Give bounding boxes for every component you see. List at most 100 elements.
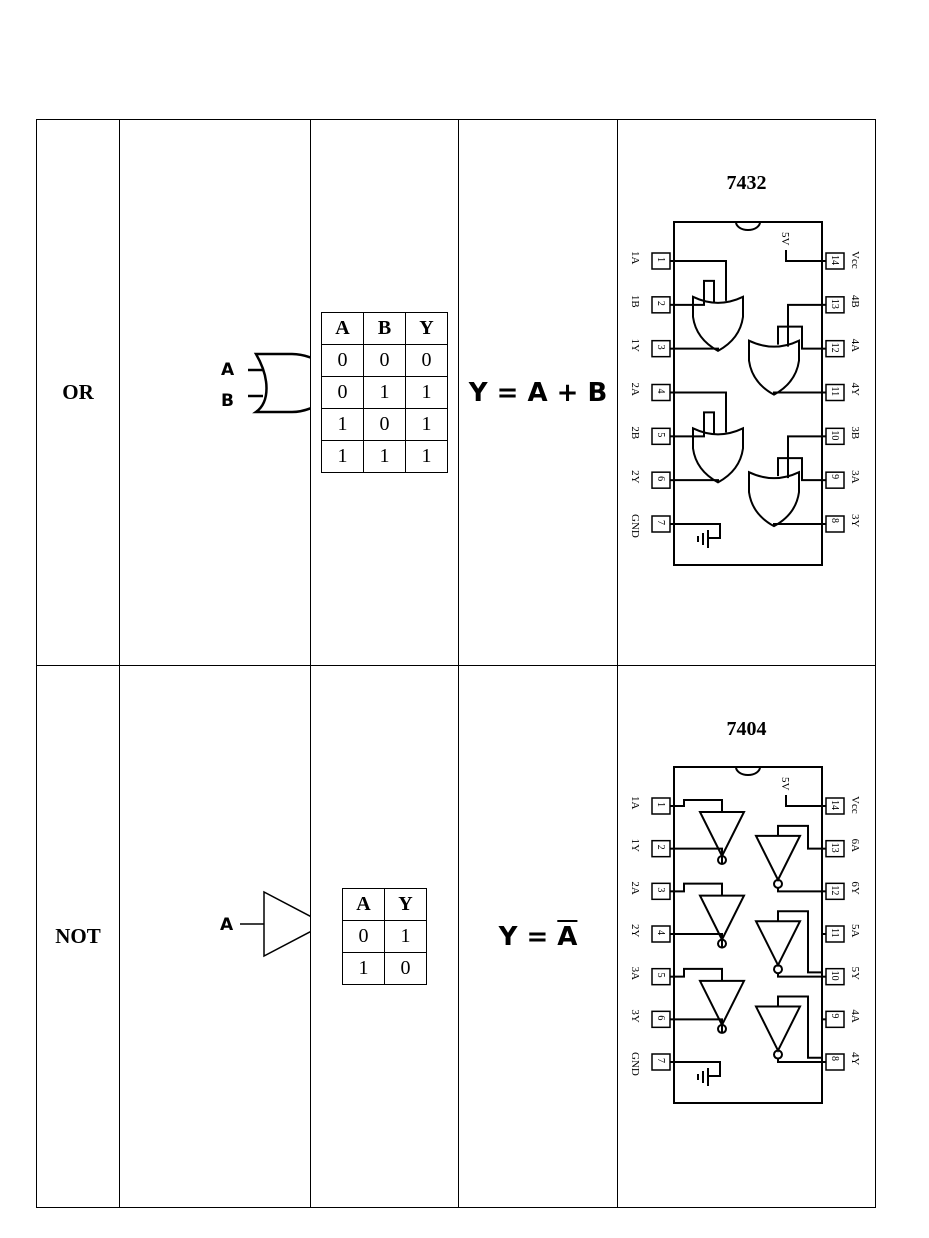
truth-table-header: B xyxy=(363,312,406,345)
chip-notch xyxy=(735,766,761,776)
pin-number: 12 xyxy=(829,885,840,895)
wire xyxy=(773,391,822,395)
wire xyxy=(674,347,719,351)
pin-label: 3Y xyxy=(849,514,861,528)
pin-label: Vcc xyxy=(849,796,861,814)
pin-label: GND xyxy=(629,1052,641,1076)
pin-label: 1A xyxy=(629,796,641,810)
gate-name-or: OR xyxy=(36,119,120,666)
or-gate-icon xyxy=(748,339,800,396)
pin-label: 4Y xyxy=(849,383,861,397)
pin-label: 2B xyxy=(629,426,641,439)
wire xyxy=(674,479,719,483)
pin-label: 4Y xyxy=(849,1052,861,1066)
pin-label: 6A xyxy=(849,839,861,853)
pin-label: GND xyxy=(629,514,641,538)
pin-label: 1B xyxy=(629,295,641,308)
or-expression: Y = A + B xyxy=(458,119,618,666)
pin-number: 1 xyxy=(655,257,666,262)
wire xyxy=(674,847,723,864)
wire xyxy=(674,799,723,812)
truth-table-cell: 1 xyxy=(363,376,406,409)
pin-label: 3Y xyxy=(629,1009,641,1023)
pin-label: 2Y xyxy=(629,924,641,938)
vcc-5v-label: 5V xyxy=(779,232,791,246)
wire xyxy=(777,887,822,893)
wire xyxy=(777,910,822,974)
wire xyxy=(773,523,822,527)
or-gate-icon xyxy=(692,426,744,484)
vcc-wire xyxy=(785,250,822,262)
pin-number: 2 xyxy=(655,301,666,306)
pin-label: 3A xyxy=(629,967,641,981)
pin-number: 10 xyxy=(829,430,840,440)
or-expression-prefix: Y = xyxy=(468,377,528,408)
ground-wire xyxy=(674,523,721,539)
pin-label: 2Y xyxy=(629,470,641,484)
pin-number: 13 xyxy=(829,843,840,853)
or-symbol-cell: A B Y xyxy=(119,119,311,666)
pin-number: 13 xyxy=(829,299,840,309)
truth-table-cell: 1 xyxy=(405,440,448,473)
pin-number: 6 xyxy=(655,1015,666,1020)
gate-name-not: NOT xyxy=(36,665,120,1208)
or-gate-icon xyxy=(692,295,744,352)
pin-number: 4 xyxy=(655,930,666,935)
pin-label: 4A xyxy=(849,1009,861,1023)
pin-label: 4B xyxy=(849,295,861,308)
pin-number: 9 xyxy=(829,1013,840,1018)
vcc-5v-label: 5V xyxy=(779,777,791,791)
truth-table-cell: 0 xyxy=(363,344,406,377)
pin-number: 3 xyxy=(655,345,666,350)
wire xyxy=(674,260,727,301)
wire xyxy=(777,824,822,850)
truth-table-cell: 0 xyxy=(342,920,385,953)
wire xyxy=(674,933,723,948)
pin-number: 7 xyxy=(655,1058,666,1063)
wire xyxy=(674,279,715,306)
pin-number: 1 xyxy=(655,802,666,807)
truth-table-cell: 0 xyxy=(321,376,364,409)
pin-number: 5 xyxy=(655,973,666,978)
wire xyxy=(674,1018,723,1033)
not-symbol-cell: A Y xyxy=(119,665,311,1208)
pin-number: 9 xyxy=(829,474,840,479)
vcc-wire xyxy=(785,795,822,807)
pin-label: 3A xyxy=(849,470,861,484)
pin-number: 12 xyxy=(829,343,840,353)
or-input-b-label: B xyxy=(221,391,234,411)
pin-label: 5Y xyxy=(849,967,861,981)
not-gate-symbol: A Y xyxy=(220,890,310,958)
wire xyxy=(674,967,723,981)
wire xyxy=(777,995,822,1059)
pin-label: 1Y xyxy=(629,339,641,353)
chip-notch xyxy=(735,221,761,231)
wire xyxy=(777,1058,822,1063)
not-input-a-label: A xyxy=(220,915,234,935)
wire xyxy=(674,882,723,896)
or-gate-icon xyxy=(748,470,800,528)
truth-table-header: A xyxy=(342,888,385,921)
wire xyxy=(777,457,822,482)
pin-label: 1Y xyxy=(629,839,641,853)
pin-number: 5 xyxy=(655,432,666,437)
truth-table-header: Y xyxy=(384,888,427,921)
pin-number: 11 xyxy=(829,387,840,397)
truth-table-cell: 1 xyxy=(363,440,406,473)
